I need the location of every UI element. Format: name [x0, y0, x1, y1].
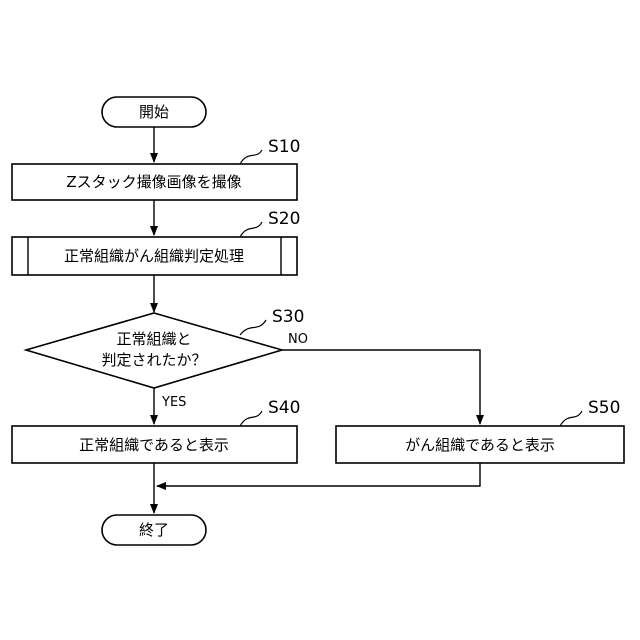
- arrow-s50-merge: [157, 463, 480, 486]
- end-label: 終了: [139, 521, 169, 539]
- decision-s30-line1: 正常組織と: [116, 330, 191, 348]
- start-terminal: 開始: [102, 97, 206, 127]
- start-label: 開始: [139, 103, 169, 121]
- process-s20-label: 正常組織がん組織判定処理: [64, 247, 244, 265]
- predefined-process-s20: 正常組織がん組織判定処理 S20: [12, 209, 300, 275]
- step-label-s40: S40: [268, 398, 300, 418]
- decision-s30: 正常組織と 判定されたか？ S30: [26, 307, 304, 388]
- branch-yes-label: YES: [161, 395, 186, 410]
- step-label-s50: S50: [588, 398, 620, 418]
- process-s10-label: Zスタック撮像画像を撮像: [66, 173, 241, 191]
- leader-s20: [240, 222, 262, 237]
- leader-s50: [560, 411, 582, 426]
- leader-s40: [240, 411, 262, 426]
- step-label-s20: S20: [268, 209, 300, 229]
- step-label-s10: S10: [268, 137, 300, 157]
- process-s40: 正常組織であると表示 S40: [12, 398, 300, 463]
- end-terminal: 終了: [102, 515, 206, 545]
- process-s10: Zスタック撮像画像を撮像 S10: [12, 137, 300, 200]
- decision-s30-line2: 判定されたか？: [101, 351, 206, 369]
- step-label-s30: S30: [272, 307, 304, 327]
- branch-no-label: NO: [288, 332, 308, 347]
- process-s40-label: 正常組織であると表示: [79, 436, 229, 454]
- leader-s30: [240, 320, 266, 335]
- process-s50-label: がん組織であると表示: [405, 436, 555, 454]
- leader-s10: [240, 150, 262, 164]
- arrow-s30-no-s50: [282, 350, 480, 424]
